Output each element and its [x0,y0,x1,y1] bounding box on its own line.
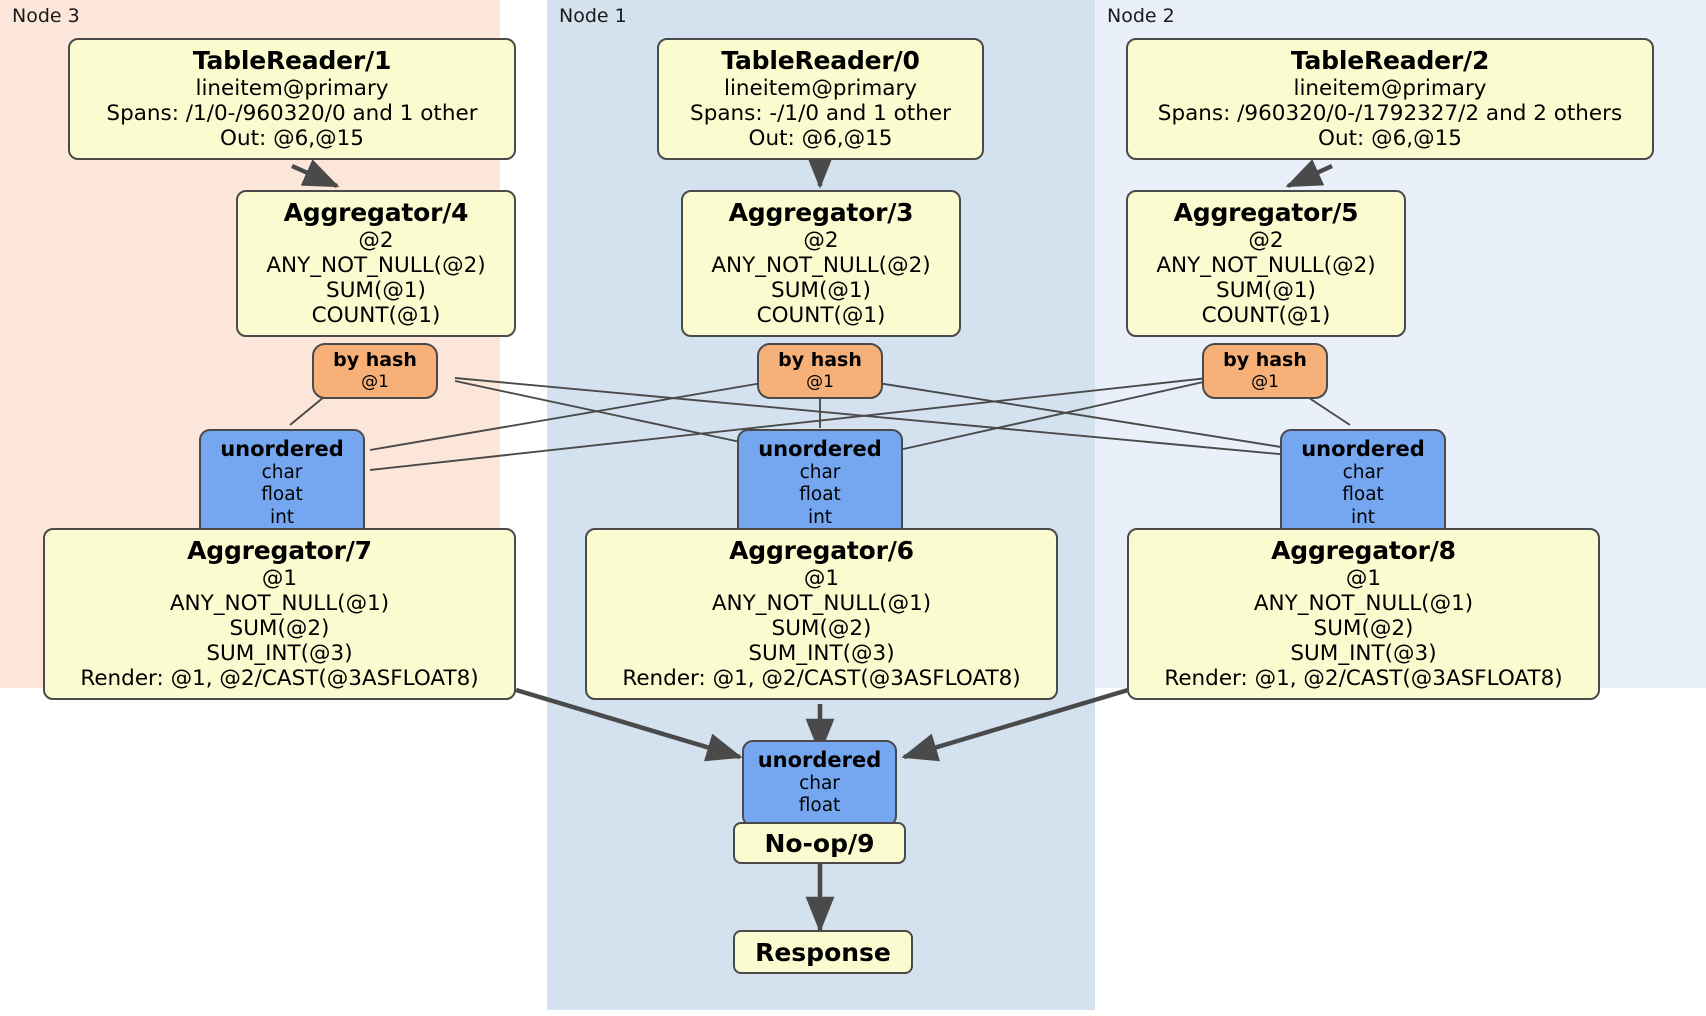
input-sync-type: char [261,462,303,484]
processor-title: Aggregator/5 [1173,198,1359,227]
processor-line: ANY_NOT_NULL(@1) [711,590,932,616]
input-sync-unordered-right[interactable]: unordered char float int [1280,429,1446,538]
processor-line: @2 [358,227,394,253]
processor-line: SUM(@2) [771,615,872,641]
input-sync-type: int [269,506,295,528]
processor-tablereader-1[interactable]: TableReader/1 lineitem@primary Spans: /1… [68,38,516,160]
processor-line: ANY_NOT_NULL(@2) [1156,252,1376,278]
processor-line: Spans: /1/0-/960320/0 and 1 other [106,100,478,126]
input-sync-title: unordered [1301,437,1425,461]
output-router-title: by hash [778,349,862,371]
input-sync-unordered-left[interactable]: unordered char float int [199,429,365,538]
processor-tablereader-0[interactable]: TableReader/0 lineitem@primary Spans: -/… [657,38,984,160]
processor-line: @1 [261,565,298,591]
input-sync-unordered-final[interactable]: unordered char float [742,740,897,827]
input-sync-unordered-center[interactable]: unordered char float int [737,429,903,538]
processor-line: Render: @1, @2/CAST(@3ASFLOAT8) [80,665,479,691]
processor-line: @1 [803,565,840,591]
input-sync-type: float [1342,484,1384,506]
output-router-detail: @1 [1251,371,1279,392]
processor-title: Aggregator/8 [1271,536,1456,565]
processor-aggregator-5[interactable]: Aggregator/5 @2 ANY_NOT_NULL(@2) SUM(@1)… [1126,190,1406,337]
output-router-by-hash-left[interactable]: by hash @1 [312,343,438,400]
processor-title: No-op/9 [764,828,875,858]
processor-line: lineitem@primary [195,75,389,101]
processor-aggregator-6[interactable]: Aggregator/6 @1 ANY_NOT_NULL(@1) SUM(@2)… [585,528,1058,700]
input-sync-type: float [799,484,841,506]
processor-aggregator-3[interactable]: Aggregator/3 @2 ANY_NOT_NULL(@2) SUM(@1)… [681,190,961,337]
processor-title: TableReader/1 [192,46,392,75]
processor-title: Aggregator/3 [728,198,914,227]
processor-line: SUM_INT(@3) [748,640,895,666]
input-sync-title: unordered [757,748,882,772]
processor-line: COUNT(@1) [756,302,886,328]
processor-line: Out: @6,@15 [748,125,893,151]
processor-line: lineitem@primary [1293,75,1487,101]
processor-line: SUM(@2) [1313,615,1414,641]
processor-line: ANY_NOT_NULL(@1) [169,590,390,616]
processor-line: lineitem@primary [723,75,918,101]
processor-line: @2 [803,227,839,253]
processor-title: Aggregator/7 [187,536,372,565]
processor-tablereader-2[interactable]: TableReader/2 lineitem@primary Spans: /9… [1126,38,1654,160]
processor-line: @1 [1345,565,1382,591]
processor-line: ANY_NOT_NULL(@1) [1253,590,1474,616]
processor-line: Spans: -/1/0 and 1 other [690,100,951,126]
input-sync-type: int [1350,506,1376,528]
processor-line: Out: @6,@15 [1318,125,1462,151]
input-sync-type: char [799,462,841,484]
processor-title: Response [755,937,891,967]
processor-aggregator-4[interactable]: Aggregator/4 @2 ANY_NOT_NULL(@2) SUM(@1)… [236,190,516,337]
output-router-detail: @1 [806,371,834,392]
output-router-by-hash-right[interactable]: by hash @1 [1202,343,1328,400]
output-router-detail: @1 [361,371,389,392]
processor-response[interactable]: Response [733,930,913,974]
processor-line: Spans: /960320/0-/1792327/2 and 2 others [1157,100,1623,126]
processor-title: TableReader/2 [1290,46,1490,75]
node-region-label-node3: Node 3 [12,5,80,27]
output-router-by-hash-center[interactable]: by hash @1 [757,343,883,400]
processor-no-op-9[interactable]: No-op/9 [733,822,906,864]
processor-line: COUNT(@1) [311,302,441,328]
processor-line: SUM(@2) [229,615,330,641]
processor-line: @2 [1248,227,1284,253]
node-region-label-node2: Node 2 [1107,5,1175,27]
input-sync-title: unordered [220,437,344,461]
input-sync-type: char [799,773,840,795]
processor-line: ANY_NOT_NULL(@2) [711,252,931,278]
input-sync-type: float [798,795,841,817]
processor-line: Out: @6,@15 [220,125,364,151]
processor-line: COUNT(@1) [1201,302,1331,328]
processor-aggregator-7[interactable]: Aggregator/7 @1 ANY_NOT_NULL(@1) SUM(@2)… [43,528,516,700]
processor-line: Render: @1, @2/CAST(@3ASFLOAT8) [1164,665,1563,691]
processor-line: SUM(@1) [771,277,871,303]
processor-line: Render: @1, @2/CAST(@3ASFLOAT8) [622,665,1021,691]
output-router-title: by hash [333,349,417,371]
output-router-title: by hash [1223,349,1307,371]
processor-line: ANY_NOT_NULL(@2) [266,252,486,278]
processor-line: SUM_INT(@3) [206,640,353,666]
input-sync-type: float [261,484,303,506]
input-sync-title: unordered [758,437,882,461]
processor-line: SUM_INT(@3) [1290,640,1437,666]
processor-line: SUM(@1) [1216,277,1316,303]
processor-title: Aggregator/6 [729,536,914,565]
input-sync-type: char [1342,462,1384,484]
processor-line: SUM(@1) [326,277,426,303]
processor-title: Aggregator/4 [283,198,469,227]
processor-title: TableReader/0 [721,46,920,75]
input-sync-type: int [807,506,833,528]
processor-aggregator-8[interactable]: Aggregator/8 @1 ANY_NOT_NULL(@1) SUM(@2)… [1127,528,1600,700]
node-region-label-node1: Node 1 [559,5,627,27]
